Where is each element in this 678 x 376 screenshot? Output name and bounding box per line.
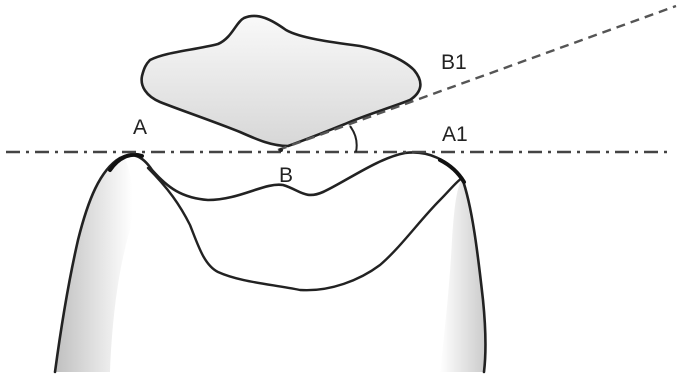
lower-tooth-shading-right [440, 178, 485, 372]
point-b-marker [279, 148, 283, 152]
label-a: A [133, 116, 147, 139]
lower-tooth [55, 152, 485, 372]
angle-arc [350, 126, 357, 152]
label-b: B [279, 164, 293, 187]
label-a1: A1 [442, 123, 468, 146]
lower-tooth-cusp-tip-right [440, 160, 464, 182]
label-b1: B1 [441, 51, 467, 74]
upper-tooth-shape [142, 16, 421, 146]
upper-tooth [142, 16, 421, 146]
lower-tooth-cusp-ridge [148, 168, 462, 290]
